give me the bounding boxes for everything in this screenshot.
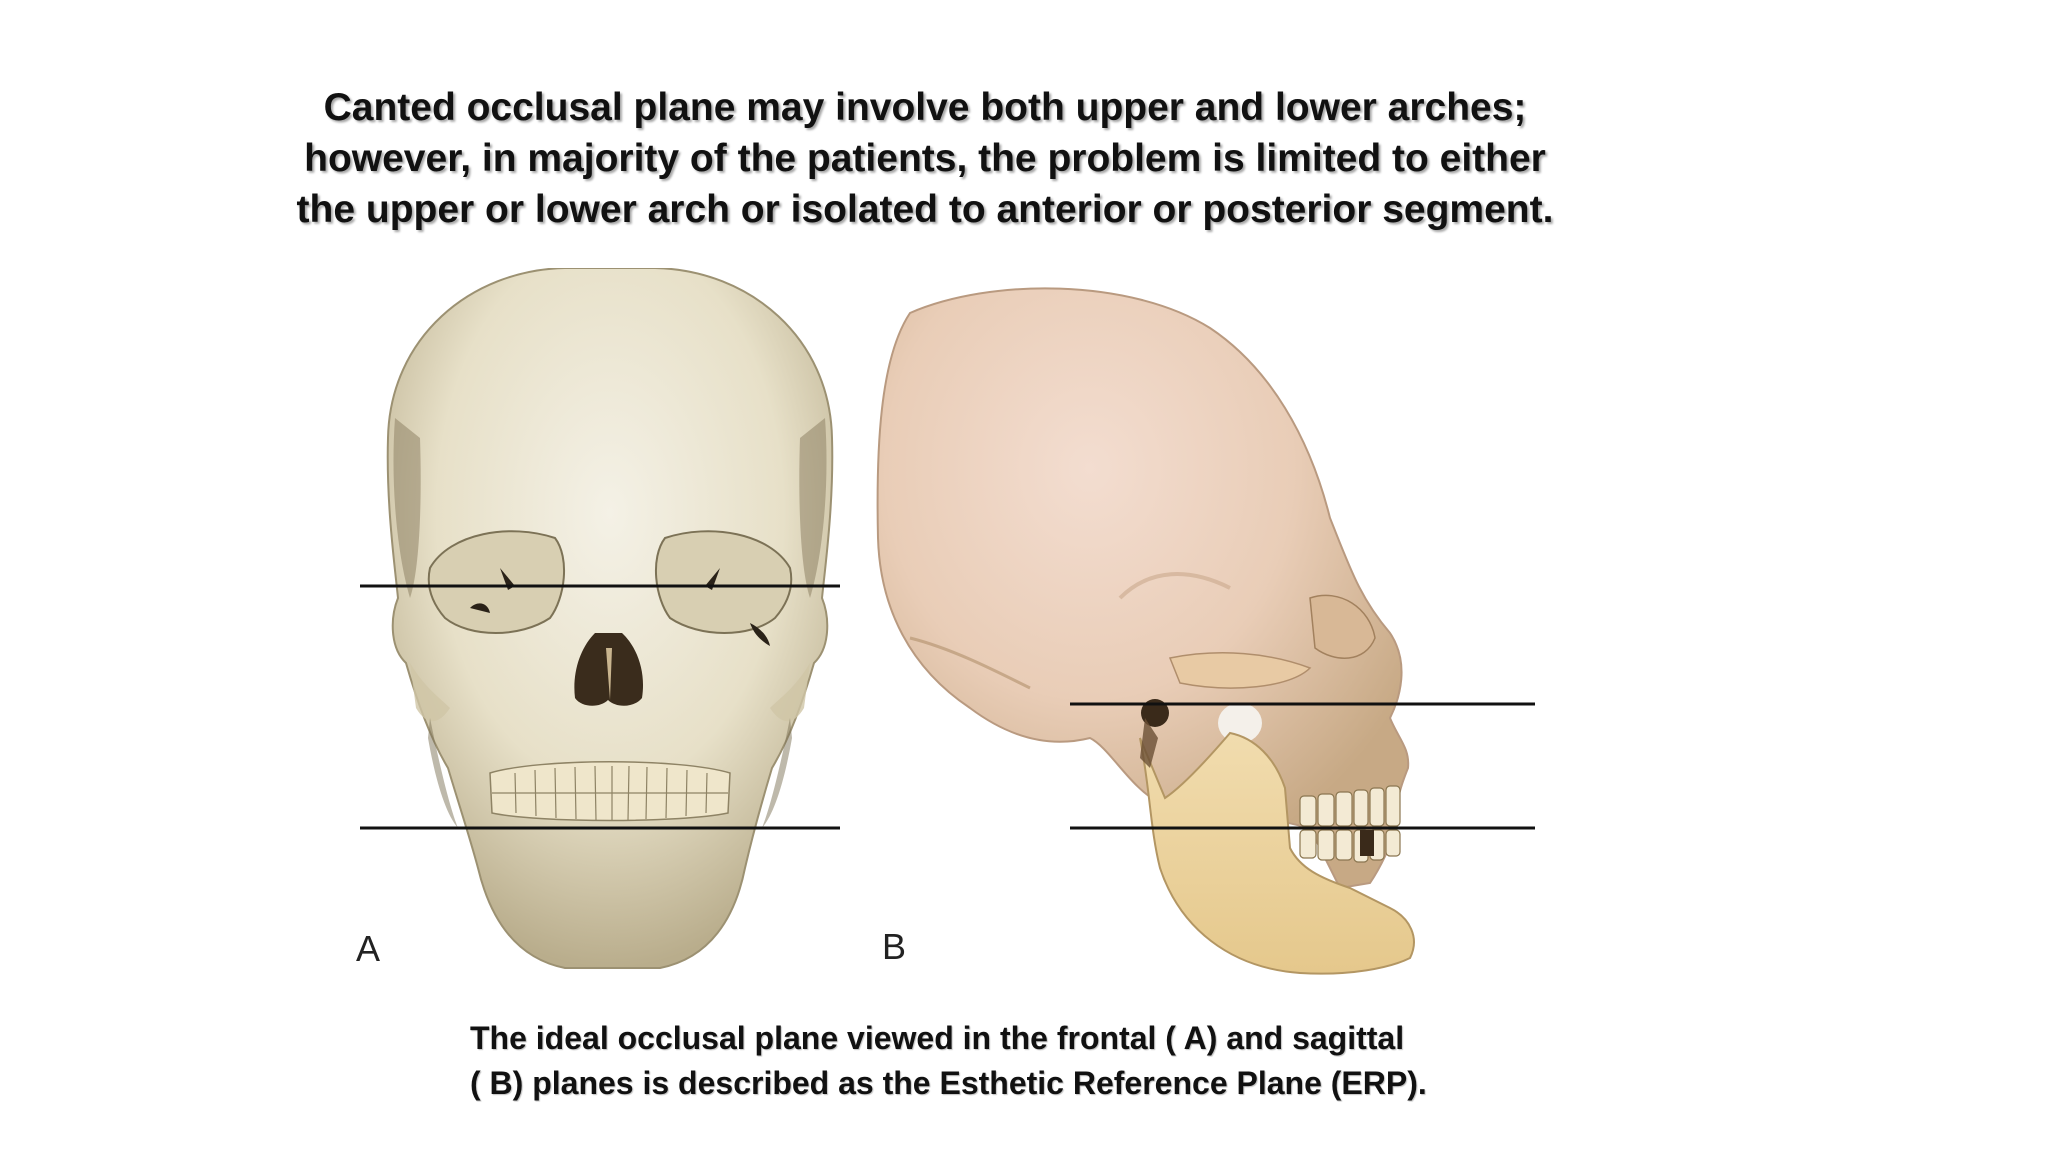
title-line-1: Canted occlusal plane may involve both u… [323,86,1527,129]
title-line-2: however, in majority of the patients, th… [304,137,1546,180]
title-line-3: the upper or lower arch or isolated to a… [296,188,1554,231]
caption-line-2: ( B) planes is described as the Esthetic… [470,1065,1427,1101]
lateral-skull-icon [876,287,1415,975]
skull-figure: A B [350,268,1550,1148]
panel-b-label: B [882,926,907,967]
slide-title: Canted occlusal plane may involve both u… [160,82,1690,235]
panel-a-label: A [356,928,381,969]
figure-caption: The ideal occlusal plane viewed in the f… [470,1016,1510,1106]
caption-line-1: The ideal occlusal plane viewed in the f… [470,1020,1405,1056]
skull-illustration [360,268,1535,975]
frontal-skull-icon [386,268,834,969]
